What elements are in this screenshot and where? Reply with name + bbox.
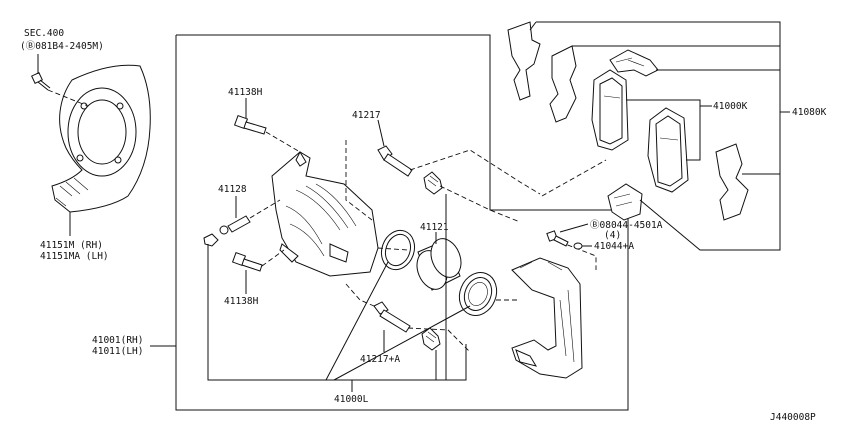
label-caliper-rh: 41001(RH) xyxy=(92,335,143,346)
anti-squeal-shim-lower xyxy=(715,143,749,221)
label-bleeder: 41128 xyxy=(218,184,247,195)
guide-bolt-upper xyxy=(233,114,267,135)
label-bracket-bolt-qty: (4) xyxy=(604,230,621,241)
bleeder-screw xyxy=(219,215,251,235)
piston xyxy=(416,238,462,291)
bleeder-cap xyxy=(203,233,219,247)
caliper-body xyxy=(271,150,379,277)
washer xyxy=(573,242,583,250)
explode-dash-piston xyxy=(377,247,409,251)
anti-squeal-shim-outer xyxy=(507,21,541,101)
label-seal-kit: 41000L xyxy=(334,394,369,405)
guide-bolt-upper-dash xyxy=(265,131,301,153)
explode-dash-pad-top xyxy=(541,159,607,197)
pin-boot-upper xyxy=(423,171,443,195)
seal-kit-link-seal xyxy=(325,261,389,381)
label-guide-pin-lower: 41217+A xyxy=(360,354,400,365)
label-guide-pin-upper: 41217 xyxy=(352,110,381,121)
label-pad-kit: 41000K xyxy=(713,101,748,112)
label-piston: 41121 xyxy=(420,222,449,233)
pin-boot-lower xyxy=(421,327,441,351)
bracket-bolt-leader xyxy=(559,223,589,233)
explode-dash-upper xyxy=(409,149,541,195)
brake-pad-outer xyxy=(591,69,629,151)
pad-retainer-clip-bottom xyxy=(607,183,643,221)
seal-kit-bracket xyxy=(207,244,467,381)
explode-dash-pins xyxy=(345,283,375,307)
shield-bolt xyxy=(31,72,51,91)
label-guide-bolt-upper: 41138H xyxy=(228,87,263,98)
pad-retainer-clip-top xyxy=(609,49,659,77)
pad-set-bracket xyxy=(536,21,781,251)
guide-bolt-lower-dash xyxy=(261,249,285,267)
piston-seal xyxy=(380,229,416,271)
label-shield-lh: 41151MA (LH) xyxy=(40,251,109,262)
label-shield-rh: 41151M (RH) xyxy=(40,240,103,251)
explode-dash-washer xyxy=(559,241,597,270)
caliper-bracket xyxy=(511,257,583,379)
bracket-bolt xyxy=(546,230,569,247)
brake-pad-inner xyxy=(647,107,689,193)
diagram-code: J440008P xyxy=(770,412,816,423)
pad-set-link-shim-outer xyxy=(529,21,537,31)
label-washer: 41044+A xyxy=(594,241,634,252)
seal-kit-link-boot xyxy=(333,305,471,381)
guide-pin-upper-leader xyxy=(377,119,385,147)
piston-dust-boot xyxy=(458,272,498,316)
bleeder-dash xyxy=(249,199,281,219)
shield-bolt-dash xyxy=(47,89,89,107)
explode-dash-mid xyxy=(439,185,521,223)
label-pad-set: 41080K xyxy=(792,107,827,118)
anti-squeal-shim-inner xyxy=(549,45,577,123)
label-guide-bolt-lower: 41138H xyxy=(224,296,259,307)
guide-pin-upper-dash xyxy=(345,140,373,221)
label-bracket-bolt: Ⓑ08044-4501A xyxy=(590,220,663,231)
label-shield-bolt-spec: (Ⓑ081B4-2405M) xyxy=(20,41,104,52)
guide-pin-upper xyxy=(377,145,413,177)
label-sec: SEC.400 xyxy=(24,28,64,39)
label-caliper-lh: 41011(LH) xyxy=(92,346,143,357)
guide-pin-lower xyxy=(373,301,411,333)
guide-bolt-lower xyxy=(231,251,263,272)
pad-kit-bracket xyxy=(626,99,701,161)
dust-shield xyxy=(51,64,151,213)
